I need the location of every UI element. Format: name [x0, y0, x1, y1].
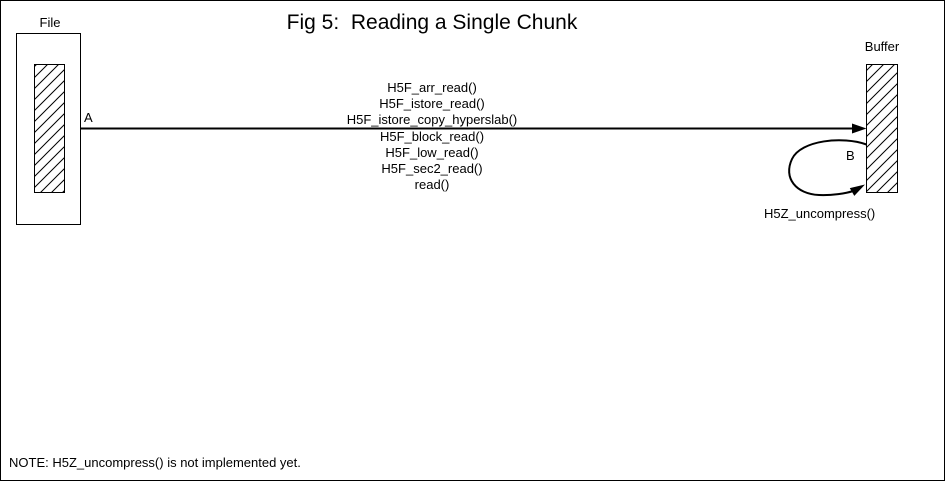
file-chunk-hatched-region: [34, 64, 65, 193]
buffer-label: Buffer: [864, 39, 900, 54]
uncompress-loop-arrow-head: [849, 184, 865, 196]
call-stack-line: H5F_arr_read(): [387, 80, 477, 95]
call-stack-line: H5F_block_read(): [379, 129, 485, 144]
uncompress-loop-label: H5Z_uncompress(): [764, 206, 876, 221]
arrow-start-label-a: A: [84, 110, 93, 125]
uncompress-loop-line: [788, 139, 867, 197]
call-stack-line: H5F_istore_read(): [379, 96, 485, 111]
call-stack-line: read(): [414, 177, 450, 192]
call-stack-line: H5F_low_read(): [385, 145, 479, 160]
footnote: NOTE: H5Z_uncompress() is not implemente…: [9, 455, 301, 470]
figure-title: Fig 5: Reading a Single Chunk: [286, 11, 578, 34]
file-label: File: [39, 15, 61, 30]
call-stack-line: H5F_sec2_read(): [381, 161, 483, 176]
buffer-hatched-region: [866, 64, 898, 193]
read-arrow-head: [852, 123, 867, 134]
call-stack-line: H5F_istore_copy_hyperslab(): [346, 112, 518, 127]
arrow-end-label-b: B: [846, 148, 855, 163]
